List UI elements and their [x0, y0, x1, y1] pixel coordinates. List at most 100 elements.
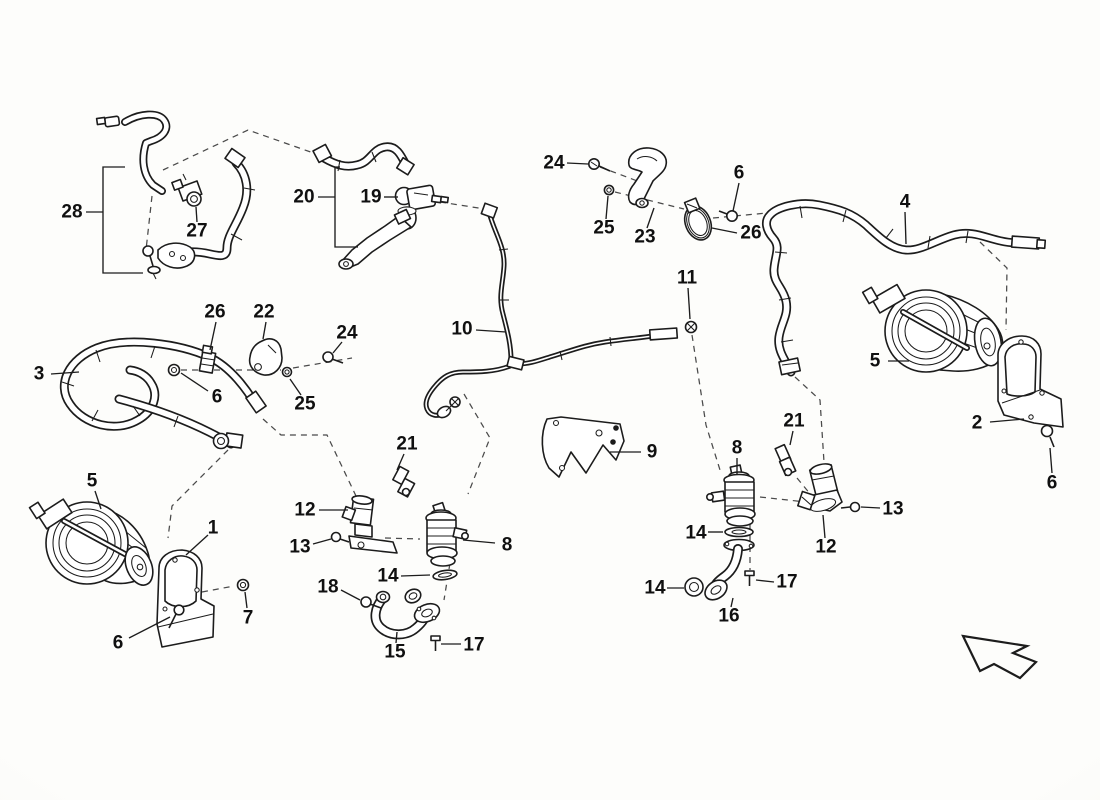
part-7-nut — [236, 578, 250, 592]
callout-5-41: 5 — [87, 471, 98, 492]
part-4-hose — [761, 199, 1047, 377]
leader-line-21 — [789, 430, 794, 446]
leader-line-26 — [209, 321, 217, 351]
part-5-pump-left — [28, 498, 154, 586]
leader-line-18 — [340, 589, 361, 601]
callout-7-38: 7 — [243, 608, 254, 629]
callout-13-24: 13 — [289, 537, 310, 558]
leader-line-25 — [289, 378, 302, 396]
callout-10-19: 10 — [451, 319, 472, 340]
callout-22-15: 22 — [253, 302, 274, 323]
part-10-pipe — [423, 202, 679, 419]
callout-14-35: 14 — [644, 578, 666, 599]
leader-line-21 — [396, 453, 405, 471]
leader-line-11 — [687, 287, 691, 320]
part-3-hose — [59, 337, 267, 450]
part-21-sensor-left — [392, 465, 416, 498]
part-8-valve-right — [705, 464, 756, 527]
part-27-solenoid-valve — [171, 173, 203, 207]
callout-6-18: 6 — [212, 387, 223, 408]
callout-12-33: 12 — [815, 537, 836, 558]
leader-line-4 — [904, 211, 907, 245]
callout-6-7: 6 — [734, 163, 745, 184]
part-18-bolt — [360, 596, 382, 609]
leader-line-24 — [566, 162, 589, 165]
part-15-pipe — [370, 588, 441, 640]
callout-2-11: 2 — [972, 413, 983, 434]
part-20-bracket — [338, 208, 412, 270]
part-21-sensor-right — [774, 443, 797, 477]
callout-17-37: 17 — [776, 572, 797, 593]
part-6-nut-left — [167, 363, 181, 377]
leader-line-10 — [475, 329, 507, 333]
leader-line-26 — [711, 227, 738, 234]
leader-line-15 — [395, 631, 398, 644]
alignment-dashed-lines — [145, 129, 1008, 601]
part-14-gasket-right — [724, 526, 754, 538]
callout-25-17: 25 — [294, 394, 316, 415]
part-28-hose — [167, 147, 256, 261]
part-6-screw-top — [718, 210, 738, 223]
callout-25-5: 25 — [593, 218, 615, 239]
part-10-clip — [445, 396, 461, 412]
part-5-pump-right — [861, 283, 1004, 373]
callout-8-30: 8 — [732, 438, 743, 459]
part-1-mount-bracket — [156, 549, 215, 648]
callout-5-10: 5 — [870, 351, 881, 372]
callout-16-36: 16 — [718, 606, 739, 627]
part-28-pipe-bracket — [95, 110, 171, 195]
part-14-gasket-left — [432, 569, 458, 581]
callout-21-31: 21 — [783, 411, 805, 432]
part-8-valve-left — [425, 501, 469, 567]
leader-line-27 — [195, 206, 198, 223]
callout-11-20: 11 — [677, 268, 698, 289]
part-14-ring-right — [684, 577, 704, 597]
leader-line-22 — [262, 321, 267, 340]
leader-line-7 — [244, 591, 248, 609]
leader-line-20 — [334, 166, 358, 248]
leader-line-28 — [102, 166, 143, 274]
part-24-screw-top — [587, 158, 611, 172]
callout-24-16: 24 — [336, 323, 358, 344]
callout-15-28: 15 — [384, 642, 406, 663]
callout-1-39: 1 — [208, 518, 219, 539]
part-17-bolt-left — [430, 635, 441, 651]
part-16-pipe — [704, 538, 755, 601]
part-26-clamp-top — [683, 197, 713, 241]
leader-line-13 — [312, 538, 332, 545]
callout-3-13: 3 — [34, 364, 45, 385]
part-28-mount-plate — [157, 242, 196, 269]
callout-18-27: 18 — [317, 577, 338, 598]
callout-6-40: 6 — [113, 633, 124, 654]
leader-line-6 — [180, 372, 209, 392]
part-12-valve-right — [797, 463, 843, 512]
leader-line-3 — [50, 371, 80, 375]
part-25-nut-left — [281, 366, 293, 378]
leader-line-14 — [400, 574, 431, 577]
leader-line-2 — [989, 418, 1025, 423]
part-6-screw-right — [1040, 424, 1055, 448]
callout-24-4: 24 — [543, 153, 565, 174]
callout-6-12: 6 — [1047, 473, 1058, 494]
part-17-bolt-right — [744, 570, 755, 586]
part-6-bolt-left-bottom — [168, 604, 185, 629]
leader-line-6 — [1049, 447, 1053, 474]
leader-line-24 — [332, 341, 343, 354]
leader-line-8 — [462, 539, 496, 544]
part-2-mount-bracket — [997, 335, 1064, 428]
part-28-bolt — [142, 245, 161, 280]
callout-19-3: 19 — [360, 187, 381, 208]
part-13-bolt-right — [840, 501, 861, 513]
callout-leader-lines — [50, 162, 1053, 645]
part-26-clamp-left — [198, 344, 217, 374]
callout-26-14: 26 — [204, 302, 225, 323]
callout-14-26: 14 — [377, 566, 399, 587]
part-11-clip — [684, 320, 698, 334]
leader-line-6 — [128, 616, 171, 639]
part-22-bracket — [248, 338, 283, 376]
part-24-screw-left — [322, 351, 344, 364]
part-23-bracket — [627, 147, 668, 209]
leader-line-25 — [605, 195, 609, 220]
